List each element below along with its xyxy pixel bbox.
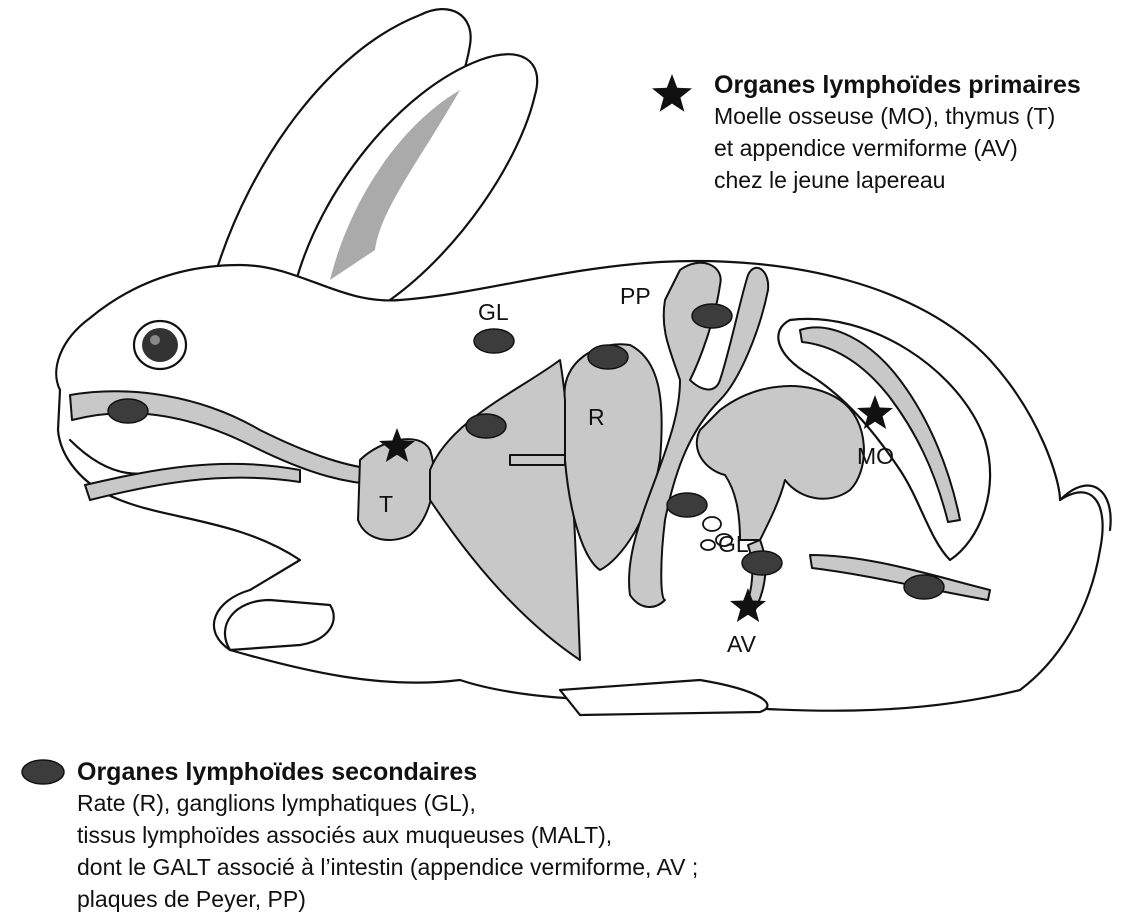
legend-primary-line: chez le jeune lapereau: [714, 164, 1122, 196]
label-gl-neck: GL: [478, 299, 509, 325]
legend-secondary-line: dont le GALT associé à l’intestin (appen…: [77, 851, 1020, 883]
secondary-organ-marker: [588, 345, 628, 369]
mesenteric-node: [703, 517, 721, 531]
legend-primary-line: et appendice vermiforme (AV): [714, 132, 1122, 164]
legend-secondary-line: plaques de Peyer, PP): [77, 883, 1020, 915]
legend-primary-title: Organes lymphoïdes primaires: [714, 70, 1122, 100]
primary-star-icon: [652, 72, 692, 112]
label-mo: MO: [857, 443, 894, 469]
label-pp: PP: [620, 283, 651, 309]
secondary-organ-marker: [466, 414, 506, 438]
secondary-organ-marker: [667, 493, 707, 517]
legend-secondary-title: Organes lymphoïdes secondaires: [77, 757, 1020, 787]
label-gl-mesentery: GL: [718, 531, 749, 557]
legend-primary: Organes lymphoïdes primaires Moelle osse…: [652, 70, 1122, 196]
secondary-organ-marker: [692, 304, 732, 328]
label-r: R: [588, 404, 605, 430]
mesenteric-node: [701, 540, 715, 550]
secondary-organ-marker: [474, 329, 514, 353]
label-av: AV: [727, 631, 757, 657]
vessel-to-spleen: [510, 455, 565, 465]
label-t: T: [379, 491, 393, 517]
legend-secondary-line: Rate (R), ganglions lymphatiques (GL),: [77, 787, 1020, 819]
secondary-organ-marker: [904, 575, 944, 599]
secondary-organ-marker: [108, 399, 148, 423]
legend-secondary-line: tissus lymphoïdes associés aux muqueuses…: [77, 819, 1020, 851]
secondary-oval-icon: [20, 757, 66, 787]
rabbit-eye: [134, 321, 186, 369]
legend-secondary: Organes lymphoïdes secondaires Rate (R),…: [20, 757, 1020, 915]
legend-primary-line: Moelle osseuse (MO), thymus (T): [714, 100, 1122, 132]
